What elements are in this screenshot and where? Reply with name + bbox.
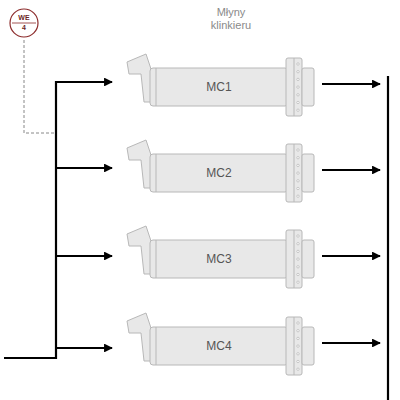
instrument-tag: WE 4 [9,8,39,38]
tag-circle [9,8,39,38]
signal-leader [24,40,55,133]
feed-trunk [4,81,112,359]
mill-label: MC2 [206,166,231,180]
clinker-mill: MC1 [124,52,320,120]
tag-text: 4 [22,24,26,32]
tag-text: WE [18,14,29,22]
clinker-mill: MC2 [124,138,320,206]
clinker-mill: MC4 [124,311,320,379]
group-title: Młyny klinkieru [198,6,264,32]
mill-label: MC3 [206,252,231,266]
output-lines [322,76,388,400]
mill-label: MC4 [206,339,231,353]
mill-label: MC1 [206,80,231,94]
clinker-mill: MC3 [124,224,320,292]
